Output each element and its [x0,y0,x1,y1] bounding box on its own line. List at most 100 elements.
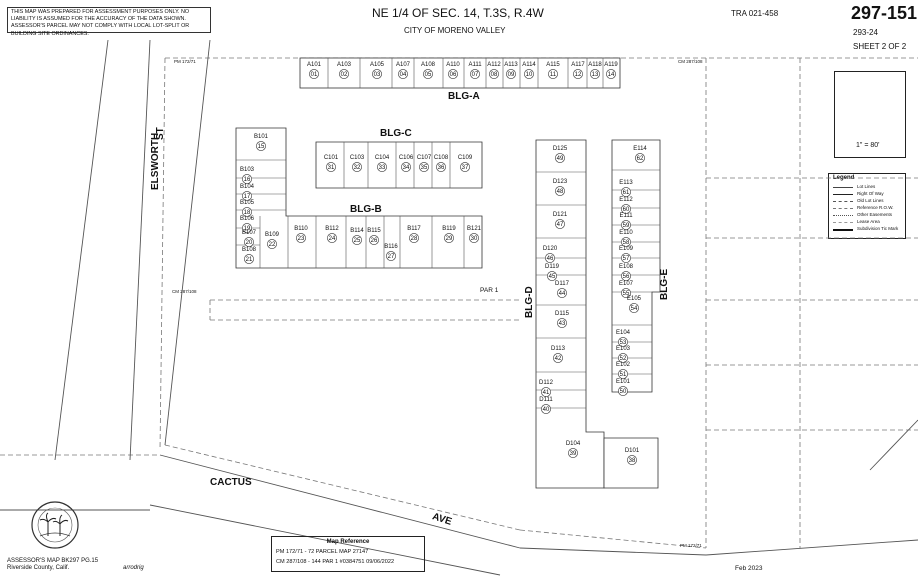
unit-number-circle [506,69,516,79]
unit-number-circle [469,233,479,243]
unit-label: B106 [240,216,255,222]
unit-number: 13 [592,72,599,78]
building-label-a: BLG-A [448,91,480,102]
unit-label: B112 [325,226,339,232]
unit-label: C108 [434,155,449,161]
unit-label: B105 [240,200,255,206]
unit-number: 17 [244,194,251,200]
unit-number-circle [369,235,379,245]
unit-number-circle [423,69,433,79]
unit-number-circle [573,69,583,79]
unit-number: 02 [341,72,348,78]
buildings [235,57,661,489]
ref-cm-top: CM 287/108 [678,59,703,64]
unit-number: 08 [491,72,498,78]
unit-label: A101 [307,62,322,68]
unit-number: 60 [623,207,630,213]
unit-number-circle [386,251,396,261]
unit-number-circle [409,233,419,243]
unit-label: B107 [242,230,257,236]
unit-number-circle [553,353,563,363]
unit-label: D119 [545,264,560,270]
unit-label: A110 [446,62,460,68]
unit-number-circle [242,174,252,184]
assessor-map-book: ASSESSOR'S MAP BK297 PG.15 [7,558,99,564]
unit-number: 34 [403,165,410,171]
street-label-elsworth: ELSWORTH [150,132,161,190]
unit-number-circle [296,233,306,243]
unit-number: 43 [559,321,566,327]
unit-label: A112 [487,62,501,68]
unit-number: 38 [629,458,636,464]
map-reference-title: Map Reference [326,539,370,545]
legend-item: Right Of Way [833,191,903,198]
unit-number-circle [352,162,362,172]
revision-date: Feb 2023 [735,565,763,572]
unit-label: A103 [337,62,352,68]
unit-number: 06 [450,72,457,78]
unit-number: 55 [623,291,630,297]
unit-number-circle [460,162,470,172]
unit-number: 49 [557,156,564,162]
unit-number: 01 [311,72,318,78]
unit-number: 50 [620,389,627,395]
unit-number: 33 [379,165,386,171]
disclaimer-text: THIS MAP WAS PREPARED FOR ASSESSMENT PUR… [11,9,190,37]
street-edges [0,39,918,576]
unit-label: A107 [396,62,411,68]
legend-item: Subdivision Tic Mark [833,226,903,233]
ref-pm-top: PM 172/71 [174,59,196,64]
unit-number-circle [557,318,567,328]
unit-label: D104 [566,441,581,447]
unit-number-circle [242,207,252,217]
disclaimer-box: THIS MAP WAS PREPARED FOR ASSESSMENT PUR… [7,7,211,37]
unit-label: B119 [442,226,456,232]
unit-number-circle [377,162,387,172]
map-reference-line: PM 172/71 - 72 PARCEL MAP 27147 [276,549,369,555]
unit-number-circle [635,153,645,163]
building-c-outline [315,141,483,189]
unit-label: E108 [619,264,634,270]
unit-label: E101 [616,379,631,385]
unit-number: 53 [620,340,627,346]
city-name: CITY OF MORENO VALLEY [404,26,506,35]
unit-label: D115 [555,311,570,317]
unit-label: C101 [324,155,339,161]
building-label-c: BLG-C [380,128,412,139]
unit-label: B115 [367,228,381,234]
unit-label: D111 [539,397,553,403]
map-title: NE 1/4 OF SEC. 14, T.3S, R.4W [372,6,544,20]
unit-number: 35 [421,165,428,171]
unit-label: B104 [240,184,255,190]
unit-number-circle [568,448,578,458]
unit-number-circle [244,254,254,264]
unit-number: 62 [637,156,644,162]
unit-label: B114 [350,228,364,234]
unit-label: E111 [619,213,633,219]
unit-number-circle [242,191,252,201]
unit-number: 26 [371,238,378,244]
unit-number-circle [555,219,565,229]
unit-number-circle [621,237,631,247]
unit-label: C109 [458,155,473,161]
unit-number-circle [547,271,557,281]
unit-number-circle [326,162,336,172]
unit-label: C103 [350,155,365,161]
unit-number: 29 [446,236,453,242]
unit-number-circle [448,69,458,79]
unit-label: E105 [627,296,642,302]
legend-item: Other Easements [833,212,903,219]
unit-label: A115 [546,62,560,68]
unit-label: E112 [619,197,633,203]
unit-label: E107 [619,281,634,287]
unit-number-circle [372,69,382,79]
unit-number: 32 [354,165,361,171]
unit-number: 30 [471,236,478,242]
unit-number-circle [545,253,555,263]
unit-number: 05 [425,72,432,78]
unit-number: 48 [557,189,564,195]
unit-label: D117 [555,281,570,287]
ref-cm-left: CM 287/108 [172,289,197,294]
unit-number-circle [444,233,454,243]
unit-number: 19 [244,226,251,232]
